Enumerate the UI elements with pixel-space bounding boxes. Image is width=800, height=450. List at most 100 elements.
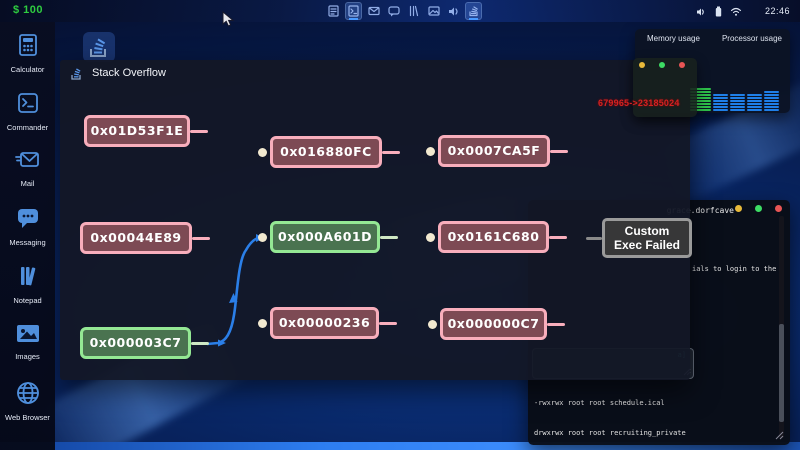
terminal-partial-line: ials to login to the xyxy=(692,265,777,273)
sidebar-label: Calculator xyxy=(10,65,45,74)
node-address: 0x00000236 xyxy=(278,315,371,330)
sidebar-label: Mail xyxy=(20,179,35,188)
audio-icon[interactable] xyxy=(446,3,461,19)
maximize-button[interactable] xyxy=(659,62,665,68)
wallpaper-band xyxy=(0,442,800,450)
stack-overflow-logo-icon xyxy=(71,67,81,80)
processor-usage-label: Processor usage xyxy=(721,34,782,43)
globe-icon xyxy=(15,380,41,411)
books-icon xyxy=(15,264,41,294)
node-address: 0x000000C7 xyxy=(447,316,540,331)
tooltip-line: Exec Failed xyxy=(613,238,681,252)
cpu-1-bar xyxy=(713,94,728,111)
node-address: 0x01D53F1E xyxy=(90,123,184,138)
volume-icon[interactable] xyxy=(696,4,707,22)
scrollbar-thumb[interactable] xyxy=(779,324,784,422)
terminal-output: -rwxrwx root root schedule.ical drwxrwx … xyxy=(534,378,749,450)
memory-node[interactable]: 0x00044E89 xyxy=(80,222,210,254)
sidebar-item-messaging[interactable]: Messaging xyxy=(0,206,55,264)
input-port xyxy=(426,146,435,156)
chat-icon[interactable] xyxy=(386,3,401,19)
usage-bars xyxy=(690,88,779,111)
sidebar-label: Web Browser xyxy=(5,413,50,422)
cpu-4-bar xyxy=(764,91,779,111)
sidebar-item-images[interactable]: Images xyxy=(0,322,55,380)
sidebar-label: Commander xyxy=(6,123,49,132)
node-address: 0x000003C7 xyxy=(89,335,182,350)
sidebar-label: Notepad xyxy=(13,296,42,305)
picture-icon xyxy=(14,322,42,350)
calculator-icon xyxy=(15,32,41,63)
memory-node[interactable]: 0x00000236 xyxy=(258,307,397,339)
sidebar-item-mail[interactable]: Mail xyxy=(0,148,55,206)
memory-node[interactable]: 0x000000C7 xyxy=(428,308,565,340)
window-header[interactable]: Stack Overflow xyxy=(60,60,690,86)
input-port xyxy=(258,232,267,242)
close-button[interactable] xyxy=(679,62,685,68)
terminal-title: grace.dorfcave xyxy=(666,206,734,215)
mail-icon[interactable] xyxy=(366,3,381,19)
node-address: 0x000A601D xyxy=(278,229,372,244)
sidebar-item-notepad[interactable]: Notepad xyxy=(0,264,55,322)
chat-bubble-icon xyxy=(15,206,41,236)
window-title: Stack Overflow xyxy=(92,67,166,79)
system-tray xyxy=(696,4,742,22)
memory-node-selected[interactable]: 0x000003C7 xyxy=(80,327,209,359)
tooltip-line: Custom xyxy=(624,224,670,238)
library-icon[interactable] xyxy=(406,3,421,19)
terminal-icon[interactable] xyxy=(345,2,362,20)
stack-overflow-logo-icon xyxy=(90,38,106,57)
arrowhead-icon xyxy=(218,339,226,347)
minimize-button[interactable] xyxy=(735,205,742,212)
cpu-2-bar xyxy=(730,94,745,111)
maximize-button[interactable] xyxy=(755,205,762,212)
input-port xyxy=(258,318,267,328)
input-port xyxy=(258,147,267,157)
arrowhead-icon xyxy=(229,293,238,303)
top-bar: $ 100 22:46 xyxy=(0,0,800,22)
memory-bar xyxy=(690,88,711,111)
resize-handle-icon[interactable] xyxy=(775,431,784,440)
memory-node[interactable]: 0x0007CA5F xyxy=(426,135,568,167)
envelope-icon xyxy=(14,148,42,177)
terminal-line: drwxrwx root root recruiting_private xyxy=(534,429,686,437)
input-port xyxy=(426,232,435,242)
input-port xyxy=(428,319,437,329)
node-address: 0x0161C680 xyxy=(447,229,540,244)
money-label: $ 100 xyxy=(13,4,44,16)
minimize-button[interactable] xyxy=(639,62,645,68)
memory-node-selected[interactable]: 0x000A601D xyxy=(258,221,398,253)
sidebar-item-web-browser[interactable]: Web Browser xyxy=(0,380,55,438)
window-controls xyxy=(735,205,782,212)
terminal-icon xyxy=(15,90,41,121)
memory-usage-label: Memory usage xyxy=(647,34,700,43)
stack-overflow-app-icon[interactable] xyxy=(83,32,115,62)
close-button[interactable] xyxy=(775,205,782,212)
window-controls xyxy=(633,58,697,68)
stack-overflow-window: Stack Overflow 0x01D53F1E 0x016880FC 0x0… xyxy=(60,60,692,380)
mouse-cursor-icon xyxy=(222,11,235,27)
memory-node[interactable]: 0x01D53F1E xyxy=(84,115,208,147)
memory-node[interactable]: 0x016880FC xyxy=(258,136,400,168)
sidebar-label: Messaging xyxy=(9,238,46,247)
node-address: 0x00044E89 xyxy=(90,230,182,245)
stack-overflow-tool-icon[interactable] xyxy=(465,2,482,20)
notes-icon[interactable] xyxy=(326,3,341,19)
taskbar xyxy=(326,1,482,21)
terminal-scrollbar[interactable] xyxy=(779,216,784,438)
sidebar: Calculator Commander Mail Messaging Note… xyxy=(0,22,55,450)
terminal-line: -rwxrwx root root schedule.ical xyxy=(534,399,665,407)
wifi-icon[interactable] xyxy=(730,4,742,22)
mini-popup-window[interactable] xyxy=(633,58,697,117)
cpu-3-bar xyxy=(747,94,762,111)
clock: 22:46 xyxy=(764,6,790,16)
custom-exec-failed-tooltip: Custom Exec Failed xyxy=(586,218,692,258)
memory-node[interactable]: 0x0161C680 xyxy=(426,221,567,253)
battery-icon[interactable] xyxy=(715,4,722,22)
images-icon[interactable] xyxy=(426,3,441,19)
node-address: 0x0007CA5F xyxy=(447,143,541,158)
node-address: 0x016880FC xyxy=(280,144,372,159)
sidebar-item-calculator[interactable]: Calculator xyxy=(0,32,55,90)
sidebar-item-commander[interactable]: Commander xyxy=(0,90,55,148)
